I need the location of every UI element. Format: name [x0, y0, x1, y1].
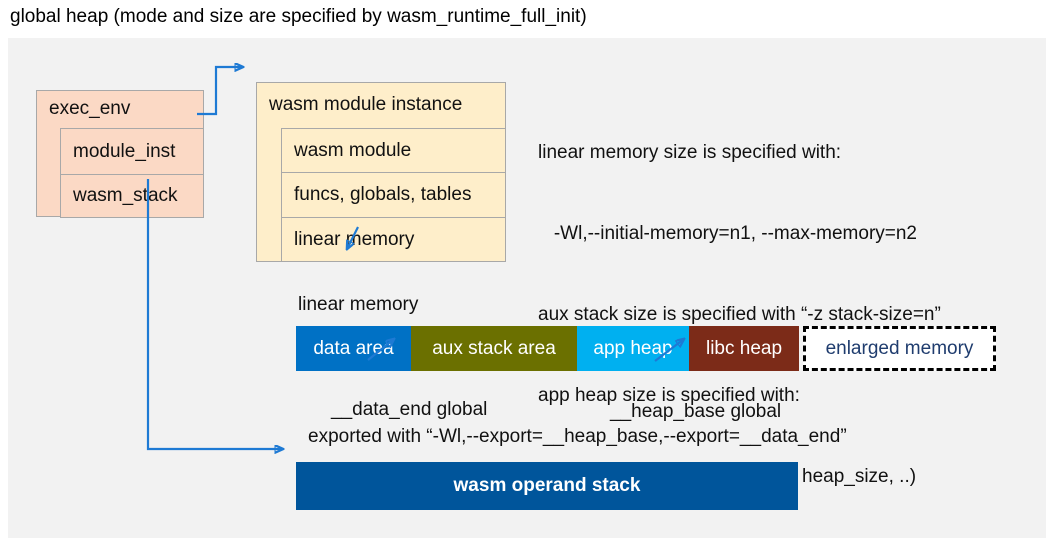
segment-label: libc heap — [705, 337, 783, 359]
heap-base-global-label: __heap_base global — [610, 401, 782, 422]
note-line: aux stack size is specified with “-z sta… — [538, 304, 941, 325]
page-title: global heap (mode and size are specified… — [10, 6, 587, 27]
module-inst-label: module_inst — [73, 140, 176, 162]
funcs-globals-tables-label: funcs, globals, tables — [294, 184, 472, 205]
module-instance-box: wasm module instance wasm module funcs, … — [256, 82, 506, 262]
segment-label: app heap — [593, 337, 673, 359]
note-line: -Wl,--initial-memory=n1, --max-memory=n2 — [538, 223, 917, 244]
linear-memory-row-label: linear memory — [294, 228, 415, 250]
wasm-stack-label: wasm_stack — [73, 185, 178, 206]
wasm-module-label: wasm module — [294, 139, 412, 161]
segment-data-area: data area — [296, 326, 411, 371]
data-end-global-label: __data_end global — [331, 399, 488, 420]
note-line: app heap size is specified with: — [538, 385, 800, 406]
wasm-operand-stack-label: wasm operand stack — [453, 475, 641, 496]
module-inst-box: module_inst — [60, 128, 204, 175]
wasm-stack-box: wasm_stack — [60, 174, 204, 218]
linear-memory-box: linear memory — [281, 217, 506, 262]
exec-env-box: exec_env module_inst wasm_stack — [36, 90, 204, 218]
exec-env-title: exec_env — [49, 98, 131, 119]
funcs-globals-tables-box: funcs, globals, tables — [281, 172, 506, 218]
wasm-module-box: wasm module — [281, 128, 506, 173]
linear-memory-label: linear memory — [298, 294, 419, 315]
segment-label: aux stack area — [432, 337, 556, 359]
module-instance-title: wasm module instance — [269, 94, 463, 115]
segment-enlarged-memory: enlarged memory — [803, 326, 996, 371]
note-line: linear memory size is specified with: — [538, 142, 842, 163]
exported-with-label: exported with “-Wl,--export=__heap_base,… — [308, 426, 847, 447]
linear-memory-bar: data area aux stack area app heap libc h… — [296, 326, 996, 371]
segment-aux-stack-area: aux stack area — [411, 326, 577, 371]
operand-stack-notes: wasm operand stack size is specified by … — [198, 516, 943, 547]
segment-label: data area — [313, 337, 394, 359]
segment-label: enlarged memory — [825, 337, 974, 359]
wasm-operand-stack-bar: wasm operand stack — [296, 462, 798, 510]
segment-app-heap: app heap — [577, 326, 689, 371]
segment-libc-heap: libc heap — [689, 326, 799, 371]
diagram-panel: exec_env module_inst wasm_stack wasm mod… — [8, 38, 1046, 538]
